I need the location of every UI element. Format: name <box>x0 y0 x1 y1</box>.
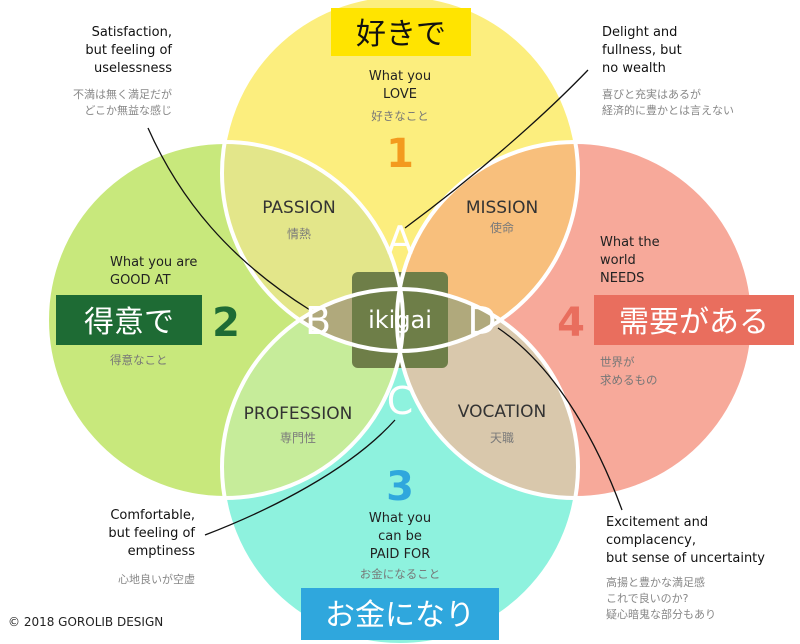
good-en-1: What you are <box>110 255 197 270</box>
ann-top-right-en-3: no wealth <box>602 61 666 76</box>
ann-top-left-en-1: Satisfaction, <box>92 25 172 40</box>
ann-bottom-left-jp-1: 心地良いが空虚 <box>118 572 195 586</box>
title-good-bg <box>56 295 202 345</box>
good-en-2: GOOD AT <box>110 273 171 288</box>
title-needs-bg <box>594 295 794 345</box>
title-paid-bg <box>301 588 499 640</box>
ann-bottom-right-jp-3: 疑心暗鬼な部分もあり <box>606 607 716 621</box>
number-3: 3 <box>386 464 414 510</box>
ann-top-left-jp-1: 不満は無く満足だが <box>73 87 172 101</box>
ann-top-left-jp-2: どこか無益な感じ <box>84 103 172 117</box>
ann-top-right-jp-1: 喜びと充実はあるが <box>602 87 701 101</box>
zone-vocation-label: VOCATION <box>458 402 546 422</box>
needs-jp-1: 世界が <box>600 355 635 369</box>
number-1: 1 <box>386 131 414 177</box>
ann-bottom-right-jp-2: これで良いのか? <box>606 591 689 605</box>
leader-line-top-left <box>147 127 311 311</box>
paid-en-3: PAID FOR <box>370 547 431 562</box>
needs-jp-2: 求めるもの <box>600 373 658 387</box>
letter-c: C <box>387 379 414 423</box>
title-love-bg <box>331 8 471 56</box>
letter-a: A <box>387 218 413 262</box>
ann-bottom-left-en-2: but feeling of <box>108 526 195 541</box>
ann-top-right-en-2: fullness, but <box>602 43 682 58</box>
zone-profession-jp: 専門性 <box>280 431 316 445</box>
good-jp: 得意なこと <box>110 353 168 367</box>
letter-d: D <box>467 299 496 343</box>
needs-en-1: What the <box>600 235 660 250</box>
ann-top-left-en-3: uselessness <box>94 61 172 76</box>
leader-line-top-right <box>404 69 589 229</box>
zone-mission-jp: 使命 <box>490 220 514 235</box>
zone-passion-jp: 情熱 <box>287 227 311 241</box>
number-2: 2 <box>212 300 240 346</box>
leader-line-bottom-left <box>204 419 396 536</box>
zone-mission-label: MISSION <box>466 198 538 218</box>
zone-vocation-jp: 天職 <box>490 431 514 445</box>
ann-top-right-en-1: Delight and <box>602 25 677 40</box>
ann-bottom-right-en-3: but sense of uncertainty <box>606 551 765 566</box>
love-en-1: What you <box>369 69 431 84</box>
leader-line-bottom-right <box>497 327 623 511</box>
zone-profession-label: PROFESSION <box>244 404 353 424</box>
paid-jp: お金になること <box>360 567 441 581</box>
letter-b: B <box>305 299 331 343</box>
zone-passion-label: PASSION <box>262 198 336 218</box>
ikigai-label: ikigai <box>368 306 432 334</box>
ann-top-right-jp-2: 経済的に豊かとは言えない <box>602 103 734 117</box>
needs-en-3: NEEDS <box>600 271 644 286</box>
love-en-2: LOVE <box>383 87 417 102</box>
ann-bottom-left-en-1: Comfortable, <box>110 508 195 523</box>
title-paid: お金になり <box>325 598 475 633</box>
title-good: 得意で <box>84 305 174 340</box>
paid-en-2: can be <box>378 529 422 544</box>
ann-bottom-left-en-3: emptiness <box>128 544 196 559</box>
ann-bottom-right-en-2: complacency, <box>606 533 696 548</box>
copyright: © 2018 GOROLIB DESIGN <box>8 615 163 629</box>
ann-top-left-en-2: but feeling of <box>85 43 172 58</box>
ann-bottom-right-en-1: Excitement and <box>606 515 708 530</box>
number-4: 4 <box>557 300 585 346</box>
title-needs: 需要がある <box>619 305 769 340</box>
ikigai-center <box>352 272 448 368</box>
ann-bottom-right-jp-1: 高揚と豊かな満足感 <box>606 575 705 589</box>
title-love: 好きで <box>356 17 446 52</box>
needs-en-2: world <box>600 253 636 268</box>
paid-en-1: What you <box>369 511 431 526</box>
love-jp: 好きなこと <box>371 109 429 123</box>
